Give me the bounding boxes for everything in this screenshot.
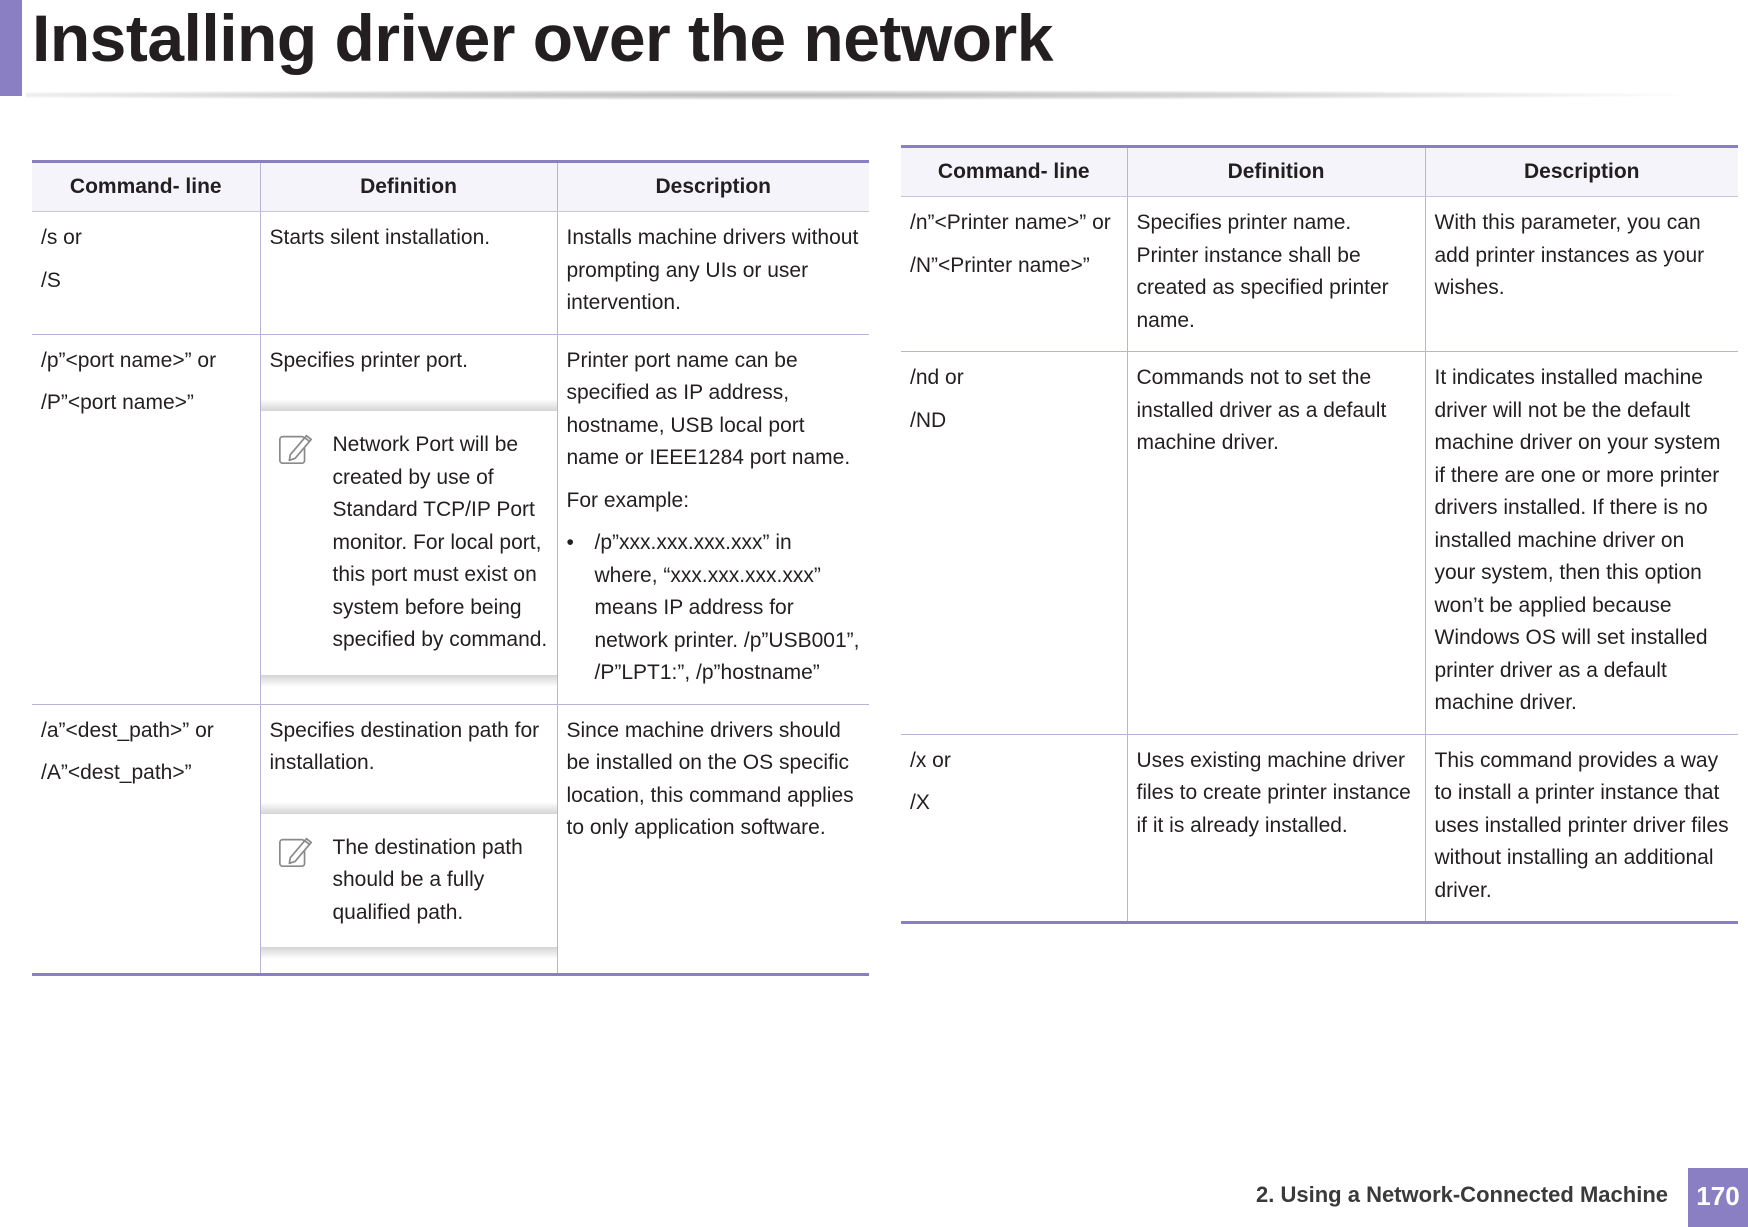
list-item: • /p”xxx.xxx.xxx.xxx” in where, “xxx.xxx…	[567, 527, 861, 690]
definition-cell: Starts silent installation.	[259, 211, 557, 335]
definition-text: Specifies destination path for installat…	[269, 718, 540, 775]
note-top-rule	[260, 399, 557, 411]
page-title: Installing driver over the network	[32, 1, 1053, 75]
description-text: Since machine drivers should be installe…	[566, 718, 854, 840]
col-header-description: Description	[556, 160, 869, 212]
command-cell: /s or /S	[32, 211, 260, 335]
note-bottom-rule	[260, 947, 557, 959]
description-cell: Installs machine drivers without prompti…	[556, 211, 869, 335]
command-cell: /nd or /ND	[901, 351, 1127, 735]
note-top-rule	[260, 801, 557, 814]
command-cell: /a”<dest_path>” or /A”<dest_path>”	[32, 704, 260, 976]
definition-text: Commands not to set the installed driver…	[1136, 366, 1387, 454]
definition-text: Starts silent installation.	[269, 226, 491, 249]
definition-text: Specifies printer name. Printer instance…	[1136, 211, 1389, 332]
bullet-text: /p”xxx.xxx.xxx.xxx” in where, “xxx.xxx.x…	[594, 531, 860, 684]
note-box: Network Port will be created by use of S…	[260, 399, 557, 687]
definition-text: Specifies printer port.	[269, 348, 468, 372]
description-cell: Since machine drivers should be installe…	[556, 704, 869, 976]
description-cell: This command provides a way to install a…	[1424, 734, 1738, 924]
table-row: /n”<Printer name>” or /N”<Printer name>”…	[901, 196, 1738, 352]
command-text: /N”<Printer name>”	[910, 253, 1090, 277]
description-text: Installs machine drivers without prompti…	[566, 226, 859, 314]
col-header-definition: Definition	[1126, 145, 1425, 197]
command-cell: /x or /X	[901, 734, 1127, 924]
command-cell: /n”<Printer name>” or /N”<Printer name>”	[901, 196, 1127, 352]
bullet-dot: •	[566, 531, 574, 554]
command-text: /S	[41, 268, 61, 292]
command-text: /nd or	[910, 366, 964, 389]
command-text: /A”<dest_path>”	[41, 761, 192, 784]
note-text: The destination path should be a fully q…	[332, 835, 523, 924]
description-text: This command provides a way to install a…	[1434, 748, 1729, 902]
command-text: /x or	[910, 748, 951, 772]
command-text: /X	[910, 791, 930, 814]
table-header-row: Command- line Definition Description	[901, 145, 1738, 197]
table-row: /nd or /ND Commands not to set the insta…	[901, 351, 1738, 735]
table-row: /s or /S Starts silent installation. Ins…	[32, 211, 869, 335]
description-cell: Printer port name can be specified as IP…	[556, 334, 869, 705]
description-cell: With this parameter, you can add printer…	[1424, 196, 1738, 352]
command-text: /ND	[910, 408, 947, 432]
col-header-command: Command- line	[32, 160, 260, 212]
title-underline	[26, 90, 1686, 100]
table-header-row: Command- line Definition Description	[32, 160, 869, 212]
col-header-description: Description	[1424, 145, 1738, 197]
page-number-badge: 170	[1688, 1168, 1748, 1227]
definition-cell: Uses existing machine driver files to cr…	[1126, 734, 1425, 924]
note-text: Network Port will be created by use of S…	[332, 433, 548, 651]
col-header-command: Command- line	[901, 145, 1127, 197]
table-row: /a”<dest_path>” or /A”<dest_path>” Speci…	[32, 704, 869, 976]
description-cell: It indicates installed machine driver wi…	[1424, 351, 1738, 735]
definition-cell: Specifies printer port. Network Port wil…	[259, 334, 557, 705]
table-row: /p”<port name>” or /P”<port name>” Speci…	[32, 334, 869, 705]
description-text: For example:	[566, 488, 690, 512]
note-pencil-icon	[278, 837, 312, 867]
table-row: /x or /X Uses existing machine driver fi…	[901, 734, 1738, 924]
command-text: /P”<port name>”	[41, 391, 194, 414]
description-text: With this parameter, you can add printer…	[1434, 211, 1705, 299]
command-text: /a”<dest_path>” or	[41, 718, 214, 742]
definition-text: Uses existing machine driver files to cr…	[1136, 748, 1411, 837]
description-text: Printer port name can be specified as IP…	[566, 348, 851, 470]
definition-cell: Specifies destination path for installat…	[259, 704, 557, 976]
note-pencil-icon	[278, 434, 312, 465]
command-text: /p”<port name>” or	[41, 348, 217, 372]
command-text: /s or	[41, 226, 82, 249]
command-cell: /p”<port name>” or /P”<port name>”	[32, 334, 260, 705]
right-command-table: Command- line Definition Description /n”…	[901, 145, 1738, 924]
note-box: The destination path should be a fully q…	[260, 801, 557, 959]
footer-section-title: 2. Using a Network-Connected Machine	[1256, 1182, 1668, 1207]
command-text: /n”<Printer name>” or	[910, 211, 1111, 234]
note-bottom-rule	[260, 674, 557, 687]
title-accent-bar	[0, 0, 22, 96]
left-command-table: Command- line Definition Description /s …	[32, 160, 869, 976]
col-header-definition: Definition	[259, 160, 557, 212]
description-text: It indicates installed machine driver wi…	[1434, 366, 1721, 714]
definition-cell: Commands not to set the installed driver…	[1126, 351, 1425, 735]
definition-cell: Specifies printer name. Printer instance…	[1126, 196, 1425, 352]
